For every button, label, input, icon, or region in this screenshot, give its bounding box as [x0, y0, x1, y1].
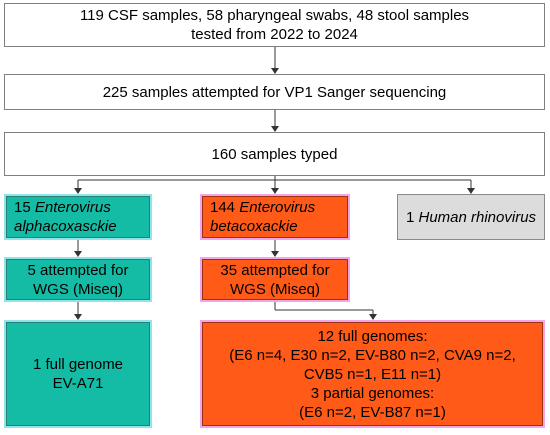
alpha-full-line1: 1 full genome: [32, 356, 124, 373]
beta-partial-line1: 3 partial genomes:: [310, 384, 435, 402]
beta-full-line1: 12 full genomes:: [317, 327, 428, 345]
alpha-wgs-box: 5 attempted for WGS (Miseq): [4, 257, 152, 302]
samples-typed-text: 160 samples typed: [211, 145, 338, 163]
samples-tested-box: 119 CSF samples, 58 pharyngeal swabs, 48…: [4, 3, 545, 47]
betacoxsackie-genus: Enterovirus: [239, 199, 316, 216]
alphacoxsackie-line2: alphacoxasckie: [14, 218, 117, 235]
alpha-full-line2: EV-A71: [52, 375, 104, 392]
samples-typed-box: 160 samples typed: [4, 132, 545, 176]
alphacoxsackie-box: 15 Enterovirus alphacoxasckie: [4, 194, 152, 240]
alphacoxsackie-line1: 15 Enterovirus: [14, 198, 111, 217]
rhinovirus-text: 1 Human rhinovirus: [406, 208, 536, 227]
alpha-wgs-line2: WGS (Miseq): [33, 280, 123, 298]
rhinovirus-box: 1 Human rhinovirus: [397, 194, 545, 240]
samples-tested-line2: tested from 2022 to 2024: [191, 26, 358, 43]
beta-wgs-box: 35 attempted for WGS (Miseq): [200, 257, 350, 302]
vp1-attempted-text: 225 samples attempted for VP1 Sanger seq…: [102, 83, 447, 101]
alpha-wgs-line1: 5 attempted for: [27, 261, 129, 279]
vp1-attempted-box: 225 samples attempted for VP1 Sanger seq…: [4, 74, 545, 110]
alpha-full-genome-box: 1 full genome EV-A71: [4, 320, 152, 428]
beta-full-line2: (E6 n=4, E30 n=2, EV-B80 n=2, CVA9 n=2,: [229, 346, 516, 364]
betacoxsackie-line1: 144 Enterovirus: [210, 198, 315, 217]
rhinovirus-count: 1: [405, 208, 419, 226]
rhinovirus-name: Human rhinovirus: [418, 208, 537, 226]
alphacoxsackie-count: 15: [14, 199, 35, 216]
beta-wgs-line1: 35 attempted for: [220, 261, 330, 279]
beta-wgs-line2: WGS (Miseq): [230, 280, 320, 298]
alphacoxsackie-genus: Enterovirus: [34, 199, 111, 216]
betacoxsackie-line2: betacoxackie: [210, 218, 298, 235]
betacoxsackie-box: 144 Enterovirus betacoxackie: [200, 194, 350, 240]
beta-genomes-box: 12 full genomes: (E6 n=4, E30 n=2, EV-B8…: [200, 320, 545, 428]
beta-full-line3: CVB5 n=1, E11 n=1): [303, 365, 442, 383]
samples-tested-line1: 119 CSF samples, 58 pharyngeal swabs, 48…: [79, 7, 470, 24]
beta-partial-line2: (E6 n=2, EV-B87 n=1): [299, 403, 446, 421]
betacoxsackie-count: 144: [210, 199, 240, 216]
